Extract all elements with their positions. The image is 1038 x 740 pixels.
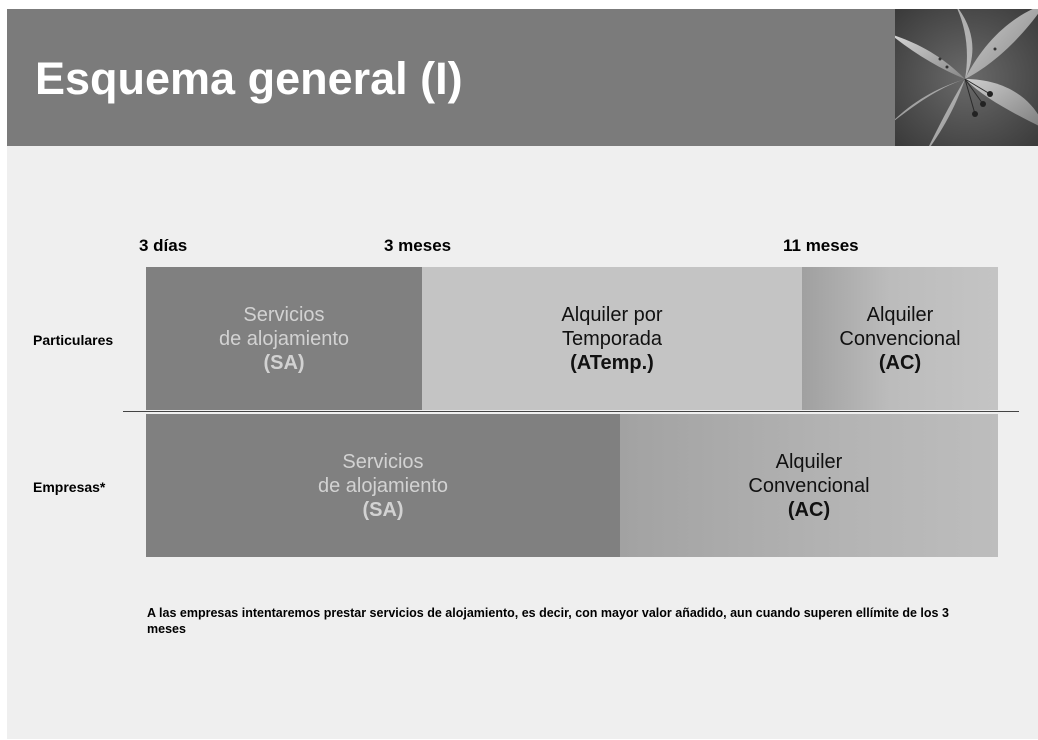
particulares-atemp-box: Alquiler por Temporada (ATemp.) <box>422 267 802 410</box>
segment-code: (AC) <box>787 498 831 521</box>
timeline-label-11-meses: 11 meses <box>783 236 859 255</box>
segment-code: (SA) <box>362 498 404 521</box>
segment-line1: Alquiler por <box>561 303 663 326</box>
segment-line1: Alquiler <box>775 450 843 473</box>
title-bar: Esquema general (I) <box>7 9 1038 146</box>
footnote: A las empresas intentaremos prestar serv… <box>147 606 949 636</box>
slide-title: Esquema general (I) <box>35 53 463 104</box>
slide: Esquema general (I) <box>7 9 1038 739</box>
row-label-empresas: Empresas* <box>33 479 106 495</box>
lily-flower-photo <box>895 9 1038 146</box>
particulares-ac-box: Alquiler Convencional (AC) <box>802 267 998 410</box>
segment-code: (SA) <box>263 351 305 374</box>
row-divider <box>123 411 1019 412</box>
segment-line2: de alojamiento <box>317 474 449 497</box>
segment-line2: Temporada <box>561 327 663 350</box>
empresas-ac-box: Alquiler Convencional (AC) <box>620 414 998 557</box>
timeline-label-3-dias: 3 días <box>139 236 188 255</box>
segment-line1: Servicios <box>243 303 325 326</box>
segment-line1: Servicios <box>342 450 424 473</box>
segment-line1: Alquiler <box>866 303 934 326</box>
segment-code: (ATemp.) <box>570 351 654 374</box>
particulares-sa-box: Servicios de alojamiento (SA) <box>146 267 422 410</box>
segment-line2: Convencional <box>839 327 961 350</box>
segment-line2: de alojamiento <box>218 327 350 350</box>
segment-line2: Convencional <box>748 474 870 497</box>
row-label-particulares: Particulares <box>33 332 114 348</box>
timeline-label-3-meses: 3 meses <box>384 236 452 255</box>
empresas-sa-box: Servicios de alojamiento (SA) <box>146 414 620 557</box>
segment-code: (AC) <box>878 351 922 374</box>
